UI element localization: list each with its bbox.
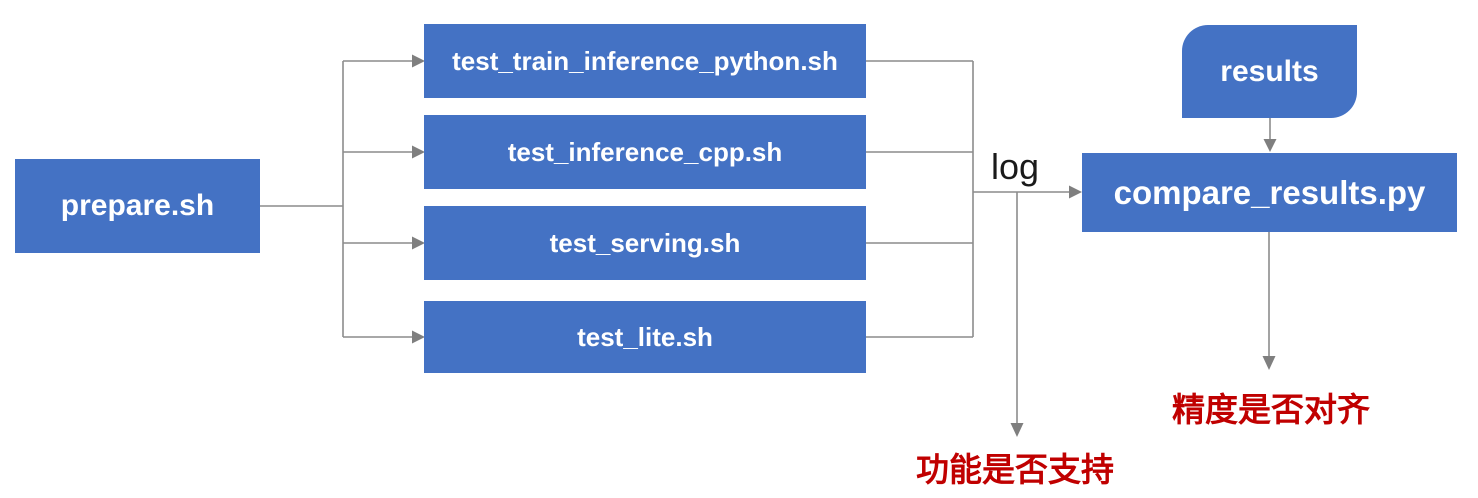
- node-results: results: [1182, 25, 1357, 118]
- arrowhead-test4: [412, 330, 425, 344]
- node-prepare-sh-label: prepare.sh: [60, 189, 215, 222]
- arrowhead-compare: [1069, 185, 1082, 199]
- arrowhead-test1: [412, 54, 425, 68]
- node-results-label: results: [1220, 54, 1319, 88]
- node-test-lite-label: test_lite.sh: [577, 321, 713, 352]
- outcome-function-support: 功能是否支持: [916, 451, 1114, 488]
- node-test-lite: test_lite.sh: [424, 301, 866, 373]
- node-compare-results-py-label: compare_results.py: [1113, 173, 1426, 211]
- node-prepare-sh: prepare.sh: [15, 159, 260, 253]
- node-test-inference-cpp-label: test_inference_cpp.sh: [507, 136, 783, 167]
- node-test-inference-cpp: test_inference_cpp.sh: [424, 115, 866, 189]
- edge-label-log: log: [990, 146, 1040, 187]
- arrowhead-results-compare: [1263, 139, 1277, 152]
- arrowhead-function-outcome: [1010, 423, 1024, 437]
- node-test-serving: test_serving.sh: [424, 206, 866, 280]
- arrowhead-test3: [412, 236, 425, 250]
- node-compare-results-py: compare_results.py: [1082, 153, 1457, 232]
- node-test-serving-label: test_serving.sh: [549, 227, 741, 258]
- node-test-train-inference-python: test_train_inference_python.sh: [424, 24, 866, 98]
- outcome-accuracy-aligned: 精度是否对齐: [1172, 391, 1370, 428]
- node-test-train-inference-python-label: test_train_inference_python.sh: [452, 45, 838, 76]
- arrowhead-test2: [412, 145, 425, 159]
- arrowhead-accuracy-outcome: [1262, 356, 1276, 370]
